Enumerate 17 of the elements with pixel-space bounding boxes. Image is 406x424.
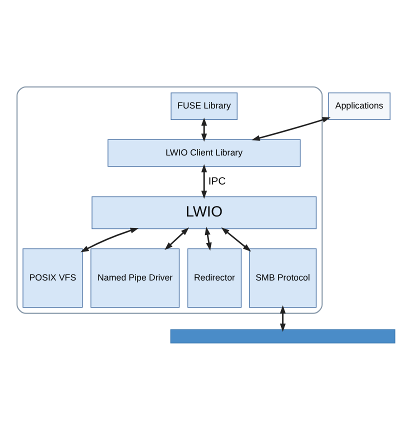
node-box: Applications (328, 92, 390, 120)
node-box: Named Pipe Driver (90, 248, 180, 308)
arrow (164, 227, 190, 250)
node-bar (170, 329, 396, 344)
node-box: LWIO (92, 196, 317, 230)
node-box: SMB Protocol (249, 248, 317, 308)
arrow (252, 117, 331, 141)
arrow (201, 164, 207, 199)
arrow (204, 226, 212, 251)
node-box: Redirector (187, 248, 242, 308)
arrow (80, 228, 139, 252)
arrow (280, 305, 286, 332)
edge-label: IPC (208, 176, 226, 188)
node-box: POSIX VFS (22, 248, 83, 308)
node-box: LWIO Client Library (108, 139, 301, 167)
arrow (221, 227, 252, 252)
node-box: FUSE Library (170, 92, 238, 120)
